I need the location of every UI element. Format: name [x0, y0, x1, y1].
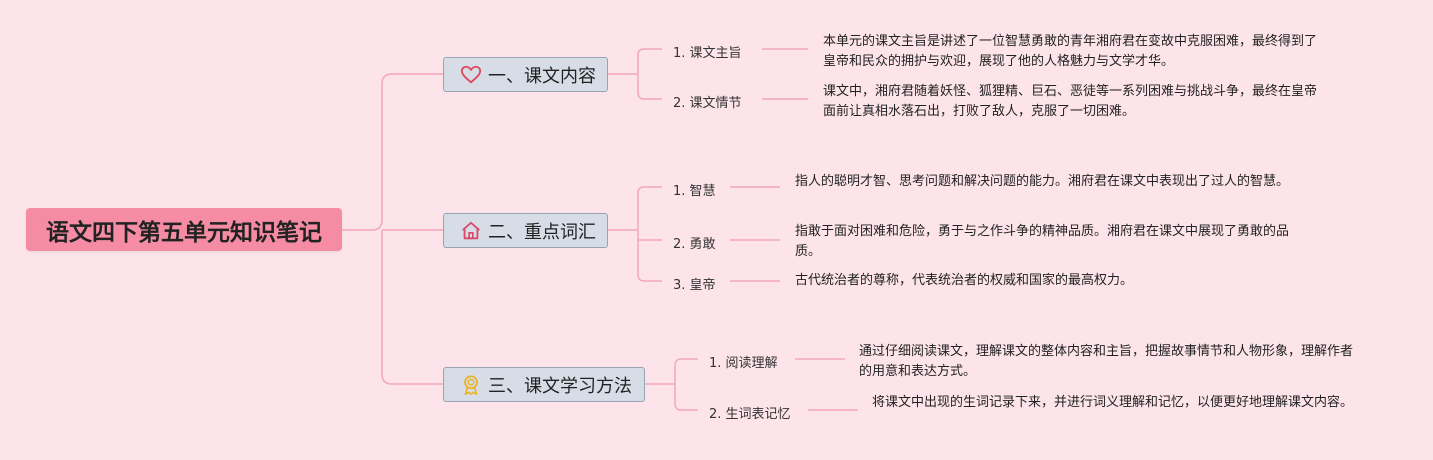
desc-wisdom: 指人的聪明才智、思考问题和解决问题的能力。湘府君在课文中表现出了过人的智慧。	[795, 174, 1290, 189]
desc-emperor: 古代统治者的尊称，代表统治者的权威和国家的最高权力。	[795, 273, 1134, 288]
connector-b1-c2	[637, 91, 662, 100]
desc-plot: 课文中，湘府君随着妖怪、狐狸精、巨石、恶徒等一系列困难与挑战斗争，最终在皇帝面前…	[823, 84, 1318, 119]
branch-course-content[interactable]: 一、课文内容	[443, 57, 608, 92]
node-wisdom[interactable]: 1. 智慧	[673, 184, 716, 199]
medal-icon	[460, 374, 482, 396]
root-title: 语文四下第五单元知识笔记	[46, 219, 322, 246]
node-theme[interactable]: 1. 课文主旨	[673, 46, 742, 61]
node-bravery[interactable]: 2. 勇敢	[673, 237, 716, 252]
desc-reading: 通过仔细阅读课文，理解课文的整体内容和主旨，把握故事情节和人物形象，理解作者的用…	[859, 344, 1354, 379]
branch-study-methods[interactable]: 三、课文学习方法	[443, 367, 645, 402]
root-node[interactable]: 语文四下第五单元知识笔记	[26, 208, 342, 251]
desc-vocab-memorize: 将课文中出现的生词记录下来，并进行词义理解和记忆，以便更好地理解课文内容。	[872, 395, 1354, 410]
connector-root-branch-3	[381, 230, 443, 385]
node-emperor[interactable]: 3. 皇帝	[673, 278, 716, 293]
branch-label: 二、重点词汇	[488, 221, 596, 243]
connector-b2-c1	[637, 186, 662, 194]
connector-b2-c3	[637, 273, 662, 282]
connector-root-trunk	[342, 73, 443, 231]
connector-b1-c1	[637, 48, 662, 56]
node-plot[interactable]: 2. 课文情节	[673, 96, 742, 111]
node-vocab-memorize[interactable]: 2. 生词表记忆	[709, 407, 791, 422]
connector-b3-c1	[674, 358, 698, 367]
branch-label: 三、课文学习方法	[488, 375, 632, 397]
branch-key-vocabulary[interactable]: 二、重点词汇	[443, 213, 608, 248]
desc-bravery: 指敢于面对困难和危险，勇于与之作斗争的精神品质。湘府君在课文中展现了勇敢的品质。	[795, 224, 1290, 259]
node-reading[interactable]: 1. 阅读理解	[709, 356, 778, 371]
branch-label: 一、课文内容	[488, 65, 596, 87]
desc-theme: 本单元的课文主旨是讲述了一位智慧勇敢的青年湘府君在变故中克服困难，最终得到了皇帝…	[823, 34, 1318, 69]
home-icon	[460, 220, 482, 242]
connector-b3-c2	[674, 402, 698, 411]
heart-icon	[460, 64, 482, 86]
